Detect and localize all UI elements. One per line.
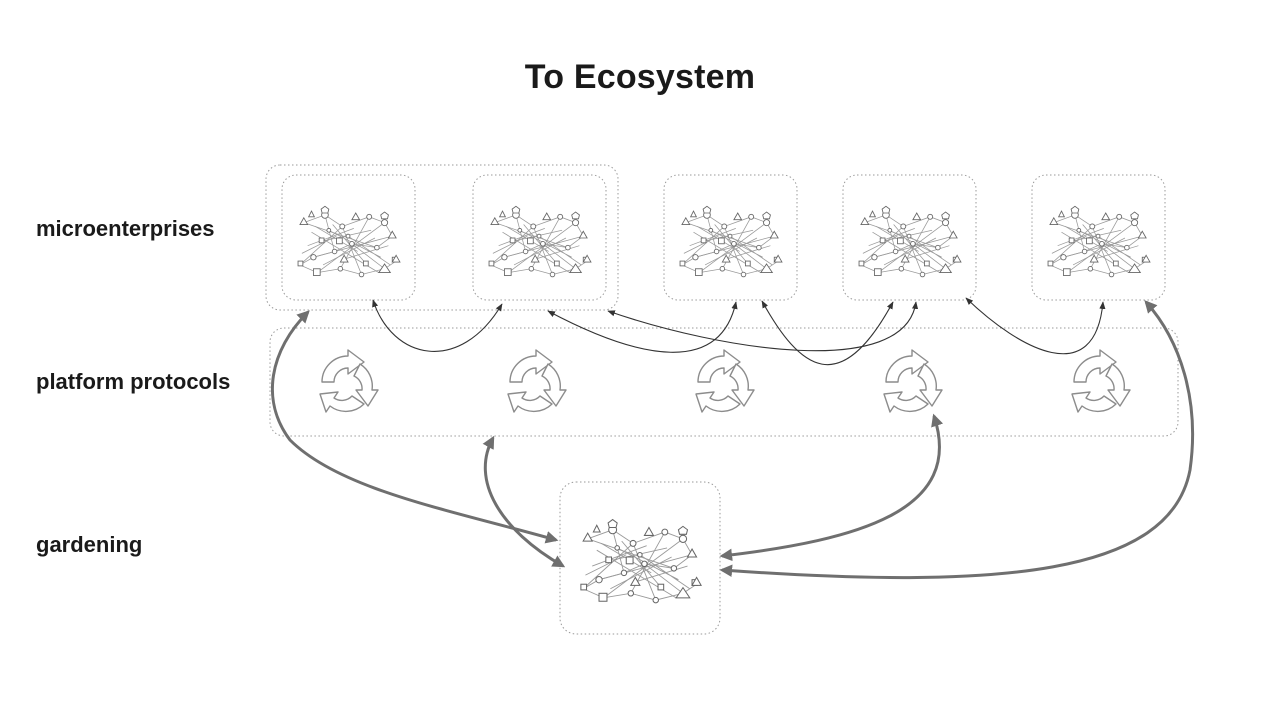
diagram-title: To Ecosystem [524,58,756,96]
arrow-me3-me4 [761,300,894,366]
network-graph-icon [580,519,702,604]
microenterprise-box-1 [281,174,416,301]
recycle-arrows-icon [695,349,755,413]
recycle-arrows-icon [319,349,379,413]
microenterprise-box-5 [1031,174,1166,301]
arrow-gardening-me5 [719,300,1194,580]
row-label-microenterprises: microenterprises [36,216,215,241]
cycle-icons [319,349,1131,413]
thick-arrows [270,300,1194,580]
network-graph-icon [1047,205,1151,278]
arrow-me1-me2 [372,299,503,352]
row-label-gardening: gardening [36,532,143,557]
microenterprise-box-3 [663,174,798,301]
arrow-gardening-cycle4 [719,413,944,562]
recycle-arrows-icon [883,349,943,413]
network-graph-icon [679,205,783,278]
arrow-gardening-me1 [270,310,559,544]
arrow-me2-me4 [607,301,919,352]
microenterprise-group-box [265,164,619,311]
thin-arrows [372,297,1106,366]
recycle-arrows-icon [1071,349,1131,413]
recycle-arrows-icon [507,349,567,413]
network-graph-icon [297,205,401,278]
row-label-platform-protocols: platform protocols [36,369,231,394]
microenterprise-box-4 [842,174,977,301]
network-graph-icon [488,205,592,278]
arrow-me4-me5 [965,297,1106,355]
gardening-box [559,481,721,635]
network-graph-icon [858,205,962,278]
arrow-gardening-protocols [482,435,566,568]
microenterprise-box-2 [472,174,607,301]
